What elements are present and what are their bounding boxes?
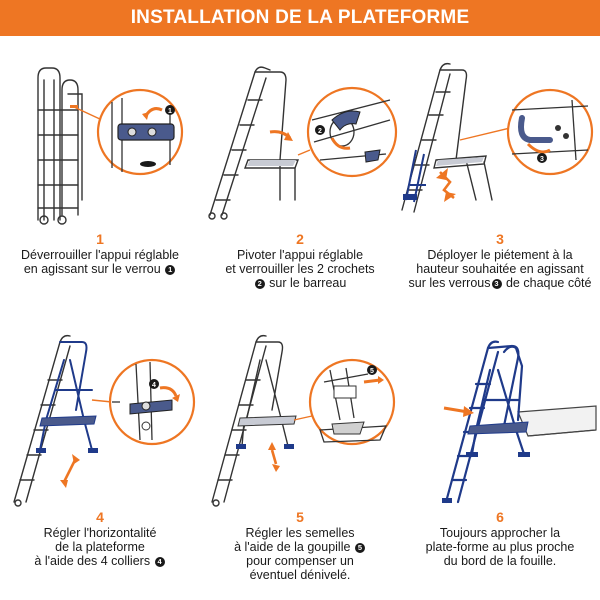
step-4-illustration: 4 <box>13 334 196 507</box>
title-banner: INSTALLATION DE LA PLATEFORME <box>0 0 600 36</box>
step-2-illustration: 2 <box>208 66 398 220</box>
step-number: 1 <box>96 231 104 247</box>
marker-5: 5 <box>354 543 365 553</box>
step-6-caption: 6 Toujours approcher la plate-forme au p… <box>400 509 600 569</box>
svg-text:4: 4 <box>152 382 156 389</box>
step-number: 4 <box>96 509 104 525</box>
marker-2: 2 <box>254 279 265 289</box>
step-1-illustration: 1 <box>37 67 184 225</box>
marker-1: 1 <box>165 265 176 275</box>
svg-text:5: 5 <box>370 368 374 375</box>
marker-4: 4 <box>154 557 165 567</box>
step-5-caption: 5 Régler les semelles à l'aide de la gou… <box>200 510 400 582</box>
svg-text:1: 1 <box>168 108 172 115</box>
step-1: 1 1 Déverrouiller l'appui réglable en ag… <box>0 50 200 290</box>
step-5: 5 5 Régler les semelles à l'aide de la g… <box>200 330 400 582</box>
step-3: 3 3 Déployer le piétement à la hauteur s… <box>400 50 600 290</box>
marker-3: 3 <box>491 279 502 289</box>
step-3-caption: 3 Déployer le piétement à la hauteur sou… <box>400 231 600 291</box>
svg-text:2: 2 <box>318 128 322 135</box>
svg-text:3: 3 <box>540 156 544 163</box>
step-number: 6 <box>496 509 504 525</box>
step-number: 5 <box>296 509 304 525</box>
step-2-caption: 2 Pivoter l'appui réglable et verrouille… <box>200 231 400 291</box>
step-3-illustration: 3 <box>401 62 594 213</box>
step-4-caption: 4 Régler l'horizontalité de la plateform… <box>0 510 200 568</box>
step-1-caption: 1 Déverrouiller l'appui réglable en agis… <box>0 231 200 277</box>
step-number: 2 <box>296 231 304 247</box>
step-6-illustration <box>442 340 597 504</box>
step-4: 4 4 Régler l'horizontalité de la platefo… <box>0 330 200 580</box>
page-title: INSTALLATION DE LA PLATEFORME <box>130 7 470 28</box>
step-number: 3 <box>496 231 504 247</box>
step-5-illustration: 5 <box>211 334 396 507</box>
step-6: 6 Toujours approcher la plate-forme au p… <box>400 330 600 580</box>
step-2: 2 2 Pivoter l'appui réglable et verrouil… <box>200 50 400 290</box>
